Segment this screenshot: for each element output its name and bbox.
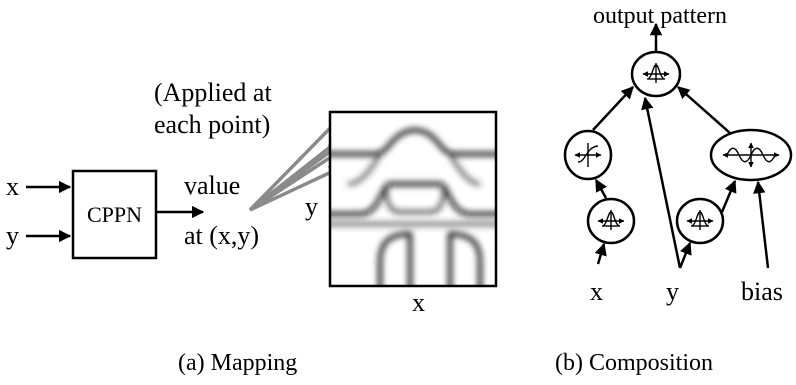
gaussian-icon (643, 63, 669, 83)
composition-caption: (b) Composition (555, 350, 713, 376)
node-gauss-right (675, 197, 725, 245)
mapping-panel: x y CPPN value at (x,y) (Applied at each… (6, 78, 498, 376)
composition-panel: output pattern (555, 3, 793, 376)
node-sigmoid (563, 129, 613, 181)
mapping-input-y: y (6, 221, 19, 250)
cppn-box (71, 169, 158, 260)
composition-input-bias: bias (741, 277, 783, 306)
pattern-axis-y: y (305, 192, 318, 221)
composition-input-y: y (666, 277, 679, 306)
mapping-input-x: x (6, 172, 19, 201)
gaussian-icon (598, 210, 624, 230)
mapping-caption: (a) Mapping (178, 350, 297, 376)
output-pattern-image (328, 110, 498, 288)
value-label-line2: at (x,y) (184, 221, 259, 250)
value-label-line1: value (184, 171, 240, 200)
network-edges (592, 86, 770, 269)
applied-label-line2: each point) (154, 110, 270, 139)
pattern-axis-x: x (412, 288, 425, 317)
applied-label-line1: (Applied at (154, 78, 272, 107)
cppn-label: CPPN (87, 202, 142, 227)
node-sine (709, 128, 793, 182)
sine-icon (723, 143, 779, 167)
gaussian-icon (687, 210, 713, 230)
composition-input-x: x (590, 277, 603, 306)
output-pattern-label: output pattern (593, 3, 727, 29)
node-gauss-left (586, 197, 636, 245)
sigmoid-icon (575, 143, 601, 167)
node-output (630, 50, 682, 98)
